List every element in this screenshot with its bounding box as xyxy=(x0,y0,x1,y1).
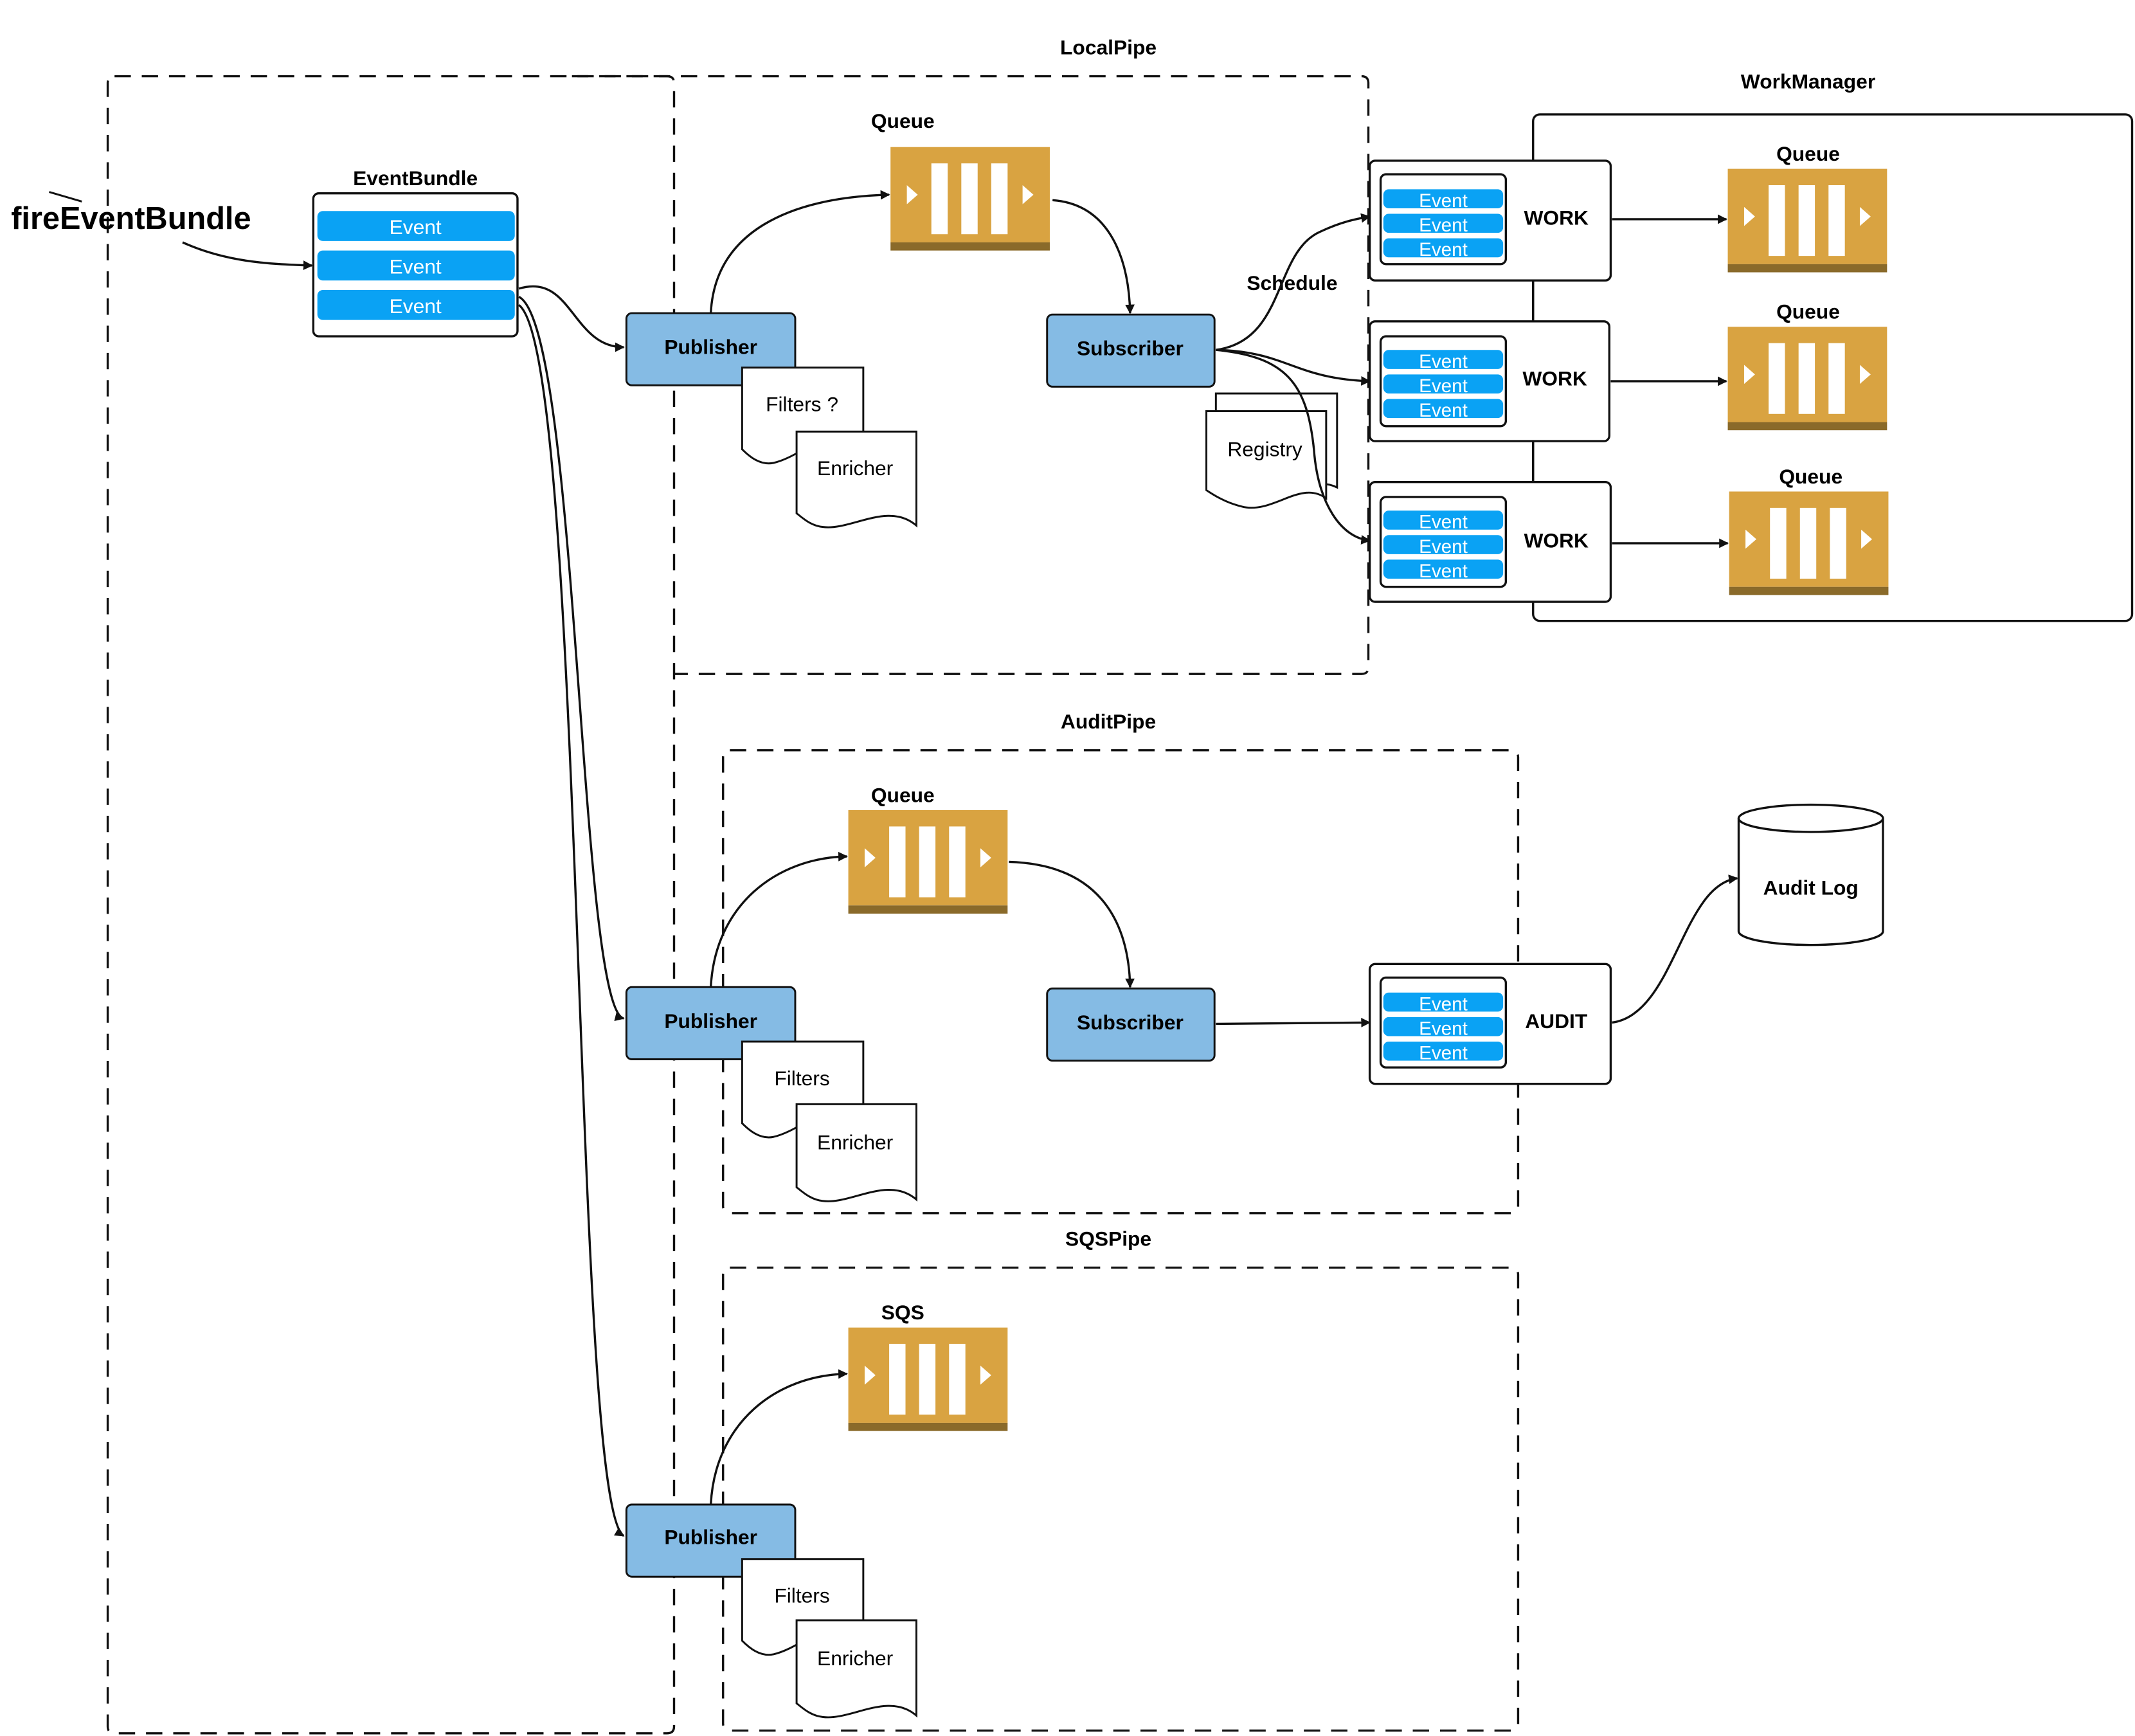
svg-text:Event: Event xyxy=(390,215,442,239)
local-pipe-title: LocalPipe xyxy=(1060,36,1157,59)
svg-text:Publisher: Publisher xyxy=(664,336,757,359)
svg-text:Subscriber: Subscriber xyxy=(1077,337,1184,360)
svg-text:Event: Event xyxy=(1419,512,1468,533)
svg-text:Event: Event xyxy=(1419,1043,1468,1064)
subscriber-to-work3-arrow xyxy=(1216,348,1371,545)
audit-event: Event xyxy=(1383,992,1504,1015)
work3-queue-label: Queue xyxy=(1779,465,1842,488)
work-item: Event Event Event WORK xyxy=(1368,480,1612,603)
audit-to-log-arrow xyxy=(1612,874,1738,1024)
work3-queue-icon xyxy=(1729,491,1889,595)
svg-text:Event: Event xyxy=(1419,561,1468,582)
local-queue-icon xyxy=(890,147,1050,251)
svg-text:Event: Event xyxy=(1419,1018,1468,1039)
svg-text:Event: Event xyxy=(1419,993,1468,1015)
work-event: Event xyxy=(1383,189,1504,212)
work-item: Event Event Event WORK xyxy=(1368,159,1612,282)
svg-text:Enricher: Enricher xyxy=(817,1130,894,1153)
schedule-label: Schedule xyxy=(1247,271,1337,294)
svg-text:Filters: Filters xyxy=(774,1067,829,1090)
svg-text:Publisher: Publisher xyxy=(664,1009,757,1033)
sqs-pipe-title: SQSPipe xyxy=(1065,1227,1151,1251)
trigger-tick xyxy=(49,191,82,203)
svg-text:Event: Event xyxy=(1419,215,1468,236)
work-item: Event Event Event WORK xyxy=(1368,320,1611,442)
svg-text:Event: Event xyxy=(1419,536,1468,557)
work-event: Event xyxy=(1383,374,1504,397)
work-manager-title: WorkManager xyxy=(1741,70,1875,93)
svg-text:Enricher: Enricher xyxy=(817,457,894,480)
event-bundle-item: Event xyxy=(317,250,515,281)
event-bundle-item: Event xyxy=(317,211,515,241)
registry-doc: Registry xyxy=(1205,392,1338,509)
work-event: Event xyxy=(1383,350,1504,372)
sqs-queue-icon xyxy=(848,1327,1008,1431)
work2-queue-icon xyxy=(1727,327,1887,431)
audit-queue-icon xyxy=(848,810,1008,914)
svg-text:Publisher: Publisher xyxy=(664,1525,757,1548)
svg-text:Event: Event xyxy=(390,294,442,318)
bundle-to-audit-publisher-arrow xyxy=(518,296,625,1021)
local-filters-doc: Filters ? xyxy=(741,366,865,465)
svg-text:Event: Event xyxy=(1419,351,1468,372)
audit-work-item: Event Event Event AUDIT xyxy=(1368,963,1612,1085)
svg-text:Event: Event xyxy=(1419,190,1468,212)
local-queue-label: Queue xyxy=(871,109,935,132)
audit-queue-label: Queue xyxy=(871,783,935,806)
bundle-to-local-publisher-arrow xyxy=(518,285,625,352)
svg-text:Enricher: Enricher xyxy=(817,1647,894,1670)
audit-filters-doc: Filters xyxy=(741,1040,865,1139)
work-event: Event xyxy=(1383,511,1504,533)
audit-event: Event xyxy=(1383,1042,1504,1064)
audit-subscriber: Subscriber xyxy=(1046,987,1216,1062)
sqs-enricher-doc: Enricher xyxy=(795,1619,917,1719)
svg-text:Subscriber: Subscriber xyxy=(1077,1011,1184,1034)
work2-queue-label: Queue xyxy=(1776,300,1840,323)
svg-text:Event: Event xyxy=(1419,375,1468,397)
work1-queue-icon xyxy=(1727,168,1887,273)
sqs-publisher-to-queue-arrow xyxy=(709,1369,848,1505)
subscriber-to-work2-arrow xyxy=(1216,348,1371,386)
work-event: Event xyxy=(1383,399,1504,421)
fire-event-bundle-label: fireEventBundle xyxy=(11,201,251,236)
event-bundle: Event Event Event xyxy=(312,192,519,338)
work-label: WORK xyxy=(1522,366,1587,390)
work-event: Event xyxy=(1383,238,1504,260)
audit-enricher-doc: Enricher xyxy=(795,1103,917,1202)
event-bundle-item: Event xyxy=(317,290,515,320)
audit-log-database-icon: Audit Log xyxy=(1737,803,1884,946)
work-label: WORK xyxy=(1524,529,1589,552)
sqs-queue-label: SQS xyxy=(881,1301,924,1324)
local-subscriber: Subscriber xyxy=(1046,313,1216,388)
trigger-arrow xyxy=(182,241,313,270)
work-event: Event xyxy=(1383,535,1504,557)
svg-text:Event: Event xyxy=(1419,400,1468,421)
local-enricher-doc: Enricher xyxy=(795,430,917,529)
event-bundle-container xyxy=(106,75,676,1735)
event-bundle-title: EventBundle xyxy=(353,167,478,190)
work-event: Event xyxy=(1383,213,1504,236)
local-pipe-container xyxy=(572,75,1370,675)
bundle-to-sqs-publisher-arrow xyxy=(518,303,625,1537)
audit-subscriber-to-audit-arrow xyxy=(1216,1018,1371,1027)
local-publisher-to-queue-arrow xyxy=(709,190,890,314)
svg-text:Event: Event xyxy=(390,255,442,278)
audit-log-label: Audit Log xyxy=(1763,876,1859,899)
audit-event: Event xyxy=(1383,1017,1504,1039)
svg-text:Registry: Registry xyxy=(1227,437,1302,460)
subscriber-to-work1-arrow xyxy=(1216,213,1371,351)
work1-queue-label: Queue xyxy=(1776,142,1840,165)
audit-publisher-to-queue-arrow xyxy=(709,851,848,988)
local-queue-to-subscriber-arrow xyxy=(1052,199,1135,314)
svg-text:Filters ?: Filters ? xyxy=(766,393,838,416)
audit-label: AUDIT xyxy=(1525,1009,1588,1033)
work-label: WORK xyxy=(1524,206,1589,229)
audit-queue-to-subscriber-arrow xyxy=(1009,860,1135,988)
svg-text:Event: Event xyxy=(1419,239,1468,260)
work-event: Event xyxy=(1383,559,1504,582)
audit-pipe-title: AuditPipe xyxy=(1061,710,1156,733)
svg-text:Filters: Filters xyxy=(774,1584,829,1607)
sqs-pipe-container xyxy=(722,1266,1520,1732)
